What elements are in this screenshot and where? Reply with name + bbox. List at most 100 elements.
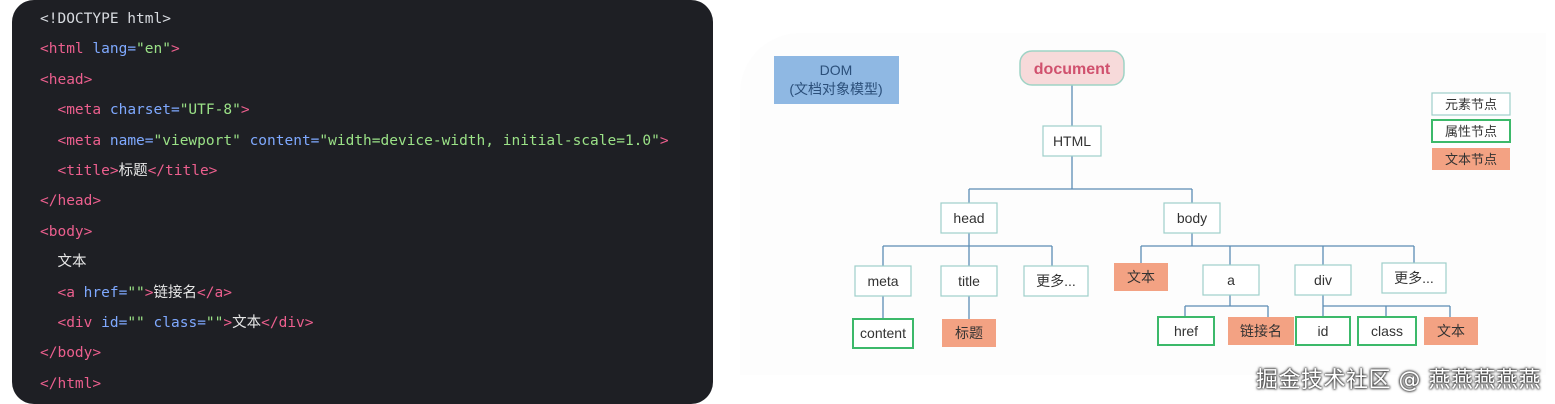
code-token-val: "viewport" bbox=[153, 132, 241, 149]
code-token-punc: = bbox=[310, 132, 320, 149]
code-line: </body> bbox=[40, 342, 101, 364]
node-head bbox=[940, 202, 998, 234]
node-body-more-label: 更多... bbox=[1394, 270, 1434, 286]
code-token-punc: = bbox=[118, 315, 128, 331]
node-id-label: id bbox=[1318, 323, 1329, 339]
code-token-tag: </title> bbox=[147, 163, 218, 179]
node-meta bbox=[854, 265, 912, 297]
code-line: <a href="">链接名</a> bbox=[40, 282, 232, 304]
code-token-tag: <head> bbox=[40, 71, 93, 88]
code-token-val: "width=device-width, initial-scale=1.0" bbox=[319, 132, 660, 149]
code-token-tag: <html bbox=[40, 41, 93, 58]
code-token-punc: = bbox=[118, 284, 128, 301]
code-token-tag: > bbox=[659, 132, 669, 149]
dom-label-line2: (文档对象模型) bbox=[789, 81, 882, 97]
code-token-tag: </div> bbox=[261, 315, 314, 331]
node-document-label: document bbox=[1034, 61, 1111, 78]
node-content-label: content bbox=[860, 325, 906, 341]
node-id bbox=[1295, 316, 1351, 346]
code-line: <!DOCTYPE html> bbox=[40, 8, 171, 30]
dom-label-line1: DOM bbox=[820, 62, 853, 78]
code-token-tag: > bbox=[240, 102, 250, 119]
code-token-val: "en" bbox=[136, 41, 171, 58]
code-token-punc: = bbox=[170, 102, 180, 119]
code-token-tag: </a> bbox=[197, 284, 232, 301]
legend-text-label: 文本节点 bbox=[1445, 152, 1497, 167]
code-token-punc: = bbox=[127, 41, 137, 58]
node-head-more bbox=[1023, 265, 1089, 297]
code-token-val: "" bbox=[127, 315, 145, 331]
code-token-attr: name bbox=[109, 132, 145, 149]
legend-element-label: 元素节点 bbox=[1445, 97, 1497, 112]
code-token-attr: lang bbox=[92, 41, 128, 58]
node-title-text bbox=[942, 319, 996, 347]
code-token-tag: > bbox=[144, 284, 154, 301]
dom-label-box bbox=[774, 56, 899, 104]
code-token-tag: <div bbox=[57, 315, 102, 331]
node-a bbox=[1202, 264, 1260, 296]
node-class-label: class bbox=[1371, 323, 1403, 339]
dom-tree-diagram: DOM (文档对象模型) document HTML head body met… bbox=[740, 33, 1546, 375]
legend-text bbox=[1432, 148, 1510, 170]
node-document bbox=[1019, 50, 1125, 86]
node-html bbox=[1042, 125, 1102, 157]
node-body-label: body bbox=[1177, 210, 1207, 226]
node-body bbox=[1163, 202, 1221, 234]
code-line: <body> bbox=[40, 221, 92, 243]
code-token-tag: </html> bbox=[40, 375, 102, 392]
code-token-text bbox=[241, 133, 250, 149]
legend-attribute-label: 属性节点 bbox=[1445, 124, 1497, 139]
code-token-text bbox=[40, 133, 57, 149]
code-token-val: "" bbox=[205, 315, 224, 331]
code-line: <div id="" class="">文本</div> bbox=[40, 312, 314, 334]
legend-attribute bbox=[1431, 119, 1511, 143]
code-token-tag: > bbox=[170, 41, 180, 58]
code-token-val: "" bbox=[127, 284, 145, 301]
code-token-tag: <meta bbox=[57, 102, 110, 119]
code-token-attr: id bbox=[101, 315, 119, 331]
code-token-text bbox=[40, 102, 57, 118]
code-line: 文本 bbox=[40, 251, 86, 273]
code-token-text: 文本 bbox=[40, 254, 87, 271]
node-div bbox=[1294, 264, 1352, 296]
code-token-doctype: <!DOCTYPE html> bbox=[40, 11, 171, 27]
code-token-text bbox=[40, 315, 57, 331]
node-div-text-label: 文本 bbox=[1437, 323, 1465, 339]
code-line: <meta charset="UTF-8"> bbox=[40, 99, 250, 121]
code-token-tag: </body> bbox=[40, 345, 102, 362]
node-title-text-label: 标题 bbox=[955, 325, 983, 341]
code-token-attr: class bbox=[153, 315, 198, 331]
code-token-tag: </head> bbox=[40, 193, 102, 210]
code-line: <meta name="viewport" content="width=dev… bbox=[40, 130, 669, 152]
watermark: 掘金技术社区 @ 燕燕燕燕燕 bbox=[1256, 368, 1541, 393]
node-class bbox=[1357, 316, 1417, 346]
code-token-attr: href bbox=[83, 284, 119, 301]
node-head-label: head bbox=[953, 210, 984, 226]
dom-tree-svg: DOM (文档对象模型) document HTML head body met… bbox=[774, 50, 1511, 349]
tree-connectors bbox=[882, 85, 1451, 319]
node-link-name bbox=[1228, 317, 1294, 345]
code-line: </head> bbox=[40, 190, 101, 212]
node-title bbox=[940, 265, 998, 297]
code-token-text bbox=[145, 315, 154, 331]
legend-element bbox=[1431, 92, 1511, 116]
node-href-label: href bbox=[1174, 323, 1198, 339]
node-html-label: HTML bbox=[1053, 133, 1091, 149]
code-token-text bbox=[40, 285, 57, 301]
code-token-tag: <title> bbox=[57, 163, 119, 179]
code-token-text bbox=[40, 163, 57, 179]
node-title-label: title bbox=[958, 273, 980, 289]
node-div-label: div bbox=[1314, 272, 1332, 288]
code-panel: <!DOCTYPE html><html lang="en"><head> <m… bbox=[12, 0, 713, 404]
code-token-attr: content bbox=[249, 132, 311, 149]
node-a-label: a bbox=[1227, 272, 1235, 288]
node-div-text bbox=[1424, 317, 1478, 345]
node-link-name-label: 链接名 bbox=[1240, 323, 1282, 339]
code-token-text: 链接名 bbox=[153, 284, 198, 301]
node-meta-label: meta bbox=[867, 273, 898, 289]
code-token-text: 文本 bbox=[232, 315, 262, 331]
node-body-more bbox=[1381, 262, 1447, 294]
code-token-tag: <meta bbox=[57, 132, 110, 149]
code-line: <title>标题</title> bbox=[40, 160, 217, 182]
node-head-more-label: 更多... bbox=[1036, 273, 1076, 289]
